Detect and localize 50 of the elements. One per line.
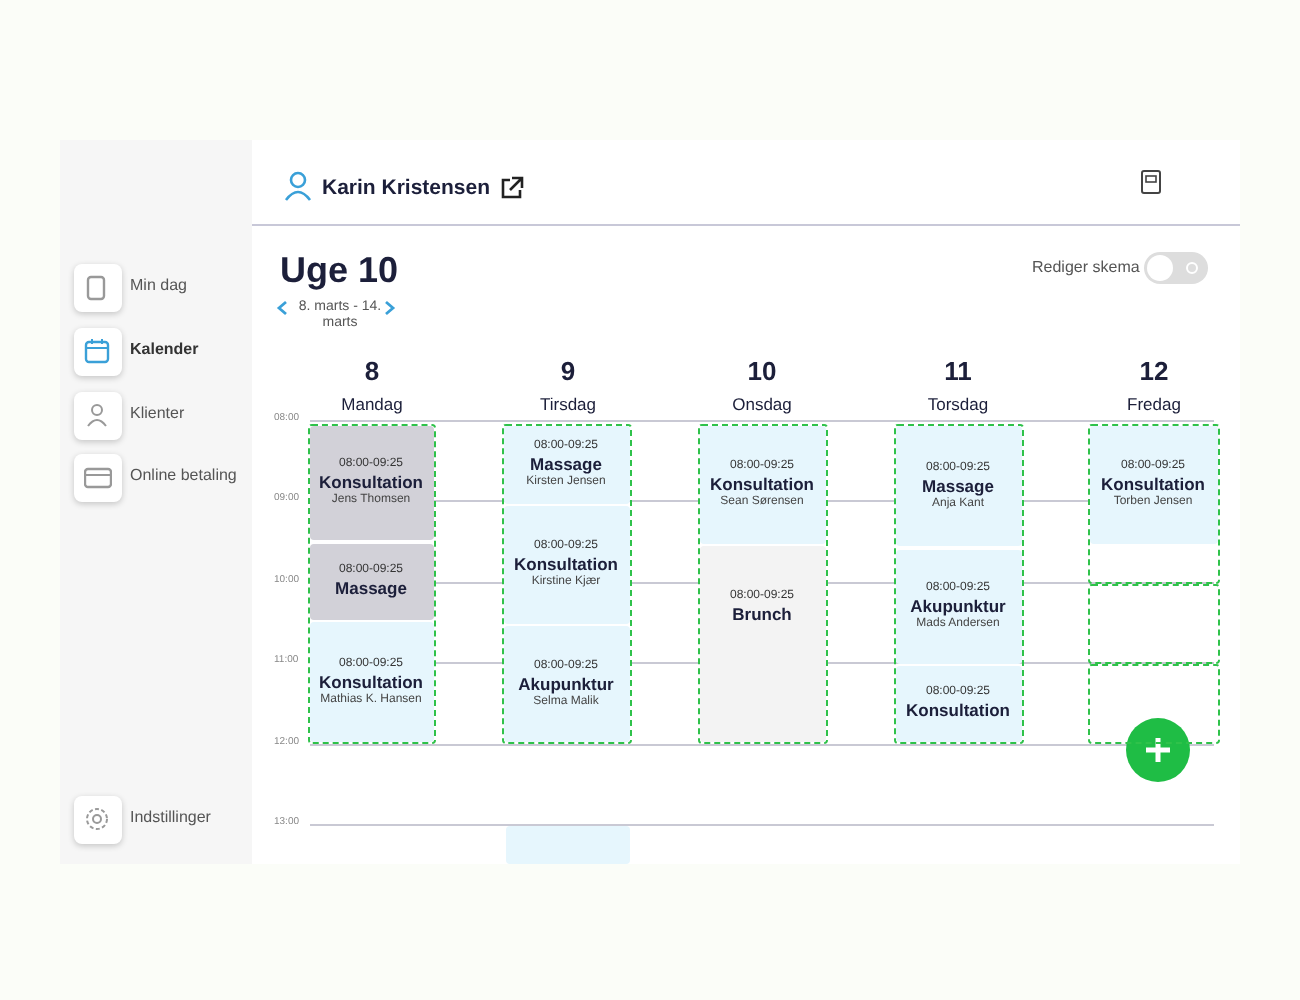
day-number: 11	[944, 356, 972, 386]
drop-zone	[698, 424, 828, 744]
nav-label: Kalender	[130, 340, 199, 358]
day-number: 10	[747, 356, 777, 386]
user-name: Karin Kristensen	[322, 176, 491, 200]
nav-label: Indstillinger	[130, 808, 211, 826]
drop-zone	[308, 424, 436, 744]
weekday-label: Onsdag	[732, 394, 792, 414]
weekday-label: Torsdag	[927, 394, 989, 414]
appointment-card	[503, 505, 629, 623]
drop-zone	[1088, 584, 1220, 664]
weekday-label: Tirsdag	[539, 394, 597, 414]
appointment-title: Massage	[922, 475, 994, 495]
appointment-title: Brunch	[732, 603, 792, 623]
day-number: 9	[560, 356, 576, 386]
drop-zone	[894, 424, 1024, 744]
appointment-card	[699, 545, 825, 741]
weekday-label: Mandag	[341, 394, 403, 414]
toggle-label: Rediger skema	[1032, 258, 1140, 276]
appointment-card	[1089, 425, 1217, 543]
appointment-title: Akupunktur	[518, 673, 614, 693]
appointment-title: Konsultation	[319, 472, 423, 492]
nav-label: Min dag	[130, 276, 187, 294]
appointment-title: Akupunktur	[910, 596, 1006, 616]
drop-zone	[1088, 424, 1220, 584]
appointment-card	[503, 425, 629, 503]
appointment-card	[699, 425, 825, 543]
appointment-card	[503, 625, 629, 741]
weekday-label: Fredag	[1127, 394, 1181, 414]
drop-zone	[1088, 664, 1220, 744]
appointment-title: Konsultation	[710, 474, 814, 494]
appointment-card	[895, 425, 1021, 545]
appointment-title: Massage	[530, 454, 602, 474]
appointment-card	[309, 621, 433, 741]
appointment-card	[309, 543, 433, 619]
day-number: 8	[364, 356, 380, 386]
appointment-title: Konsultation	[906, 699, 1010, 719]
day-number: 12	[1139, 356, 1169, 386]
week-title: Uge 10	[280, 250, 399, 292]
drop-zone	[502, 424, 632, 744]
appointment-title: Konsultation	[1101, 474, 1205, 494]
appointment-title: Konsultation	[514, 554, 618, 574]
appointment-card	[895, 665, 1021, 741]
nav-label: Online betaling	[130, 466, 237, 484]
appointment-title: Massage	[335, 577, 407, 597]
nav-label: Klienter	[130, 404, 185, 422]
empty-slot	[506, 826, 630, 864]
appointment-card	[895, 549, 1021, 663]
appointment-title: Konsultation	[319, 671, 423, 691]
appointment-card	[309, 425, 433, 539]
